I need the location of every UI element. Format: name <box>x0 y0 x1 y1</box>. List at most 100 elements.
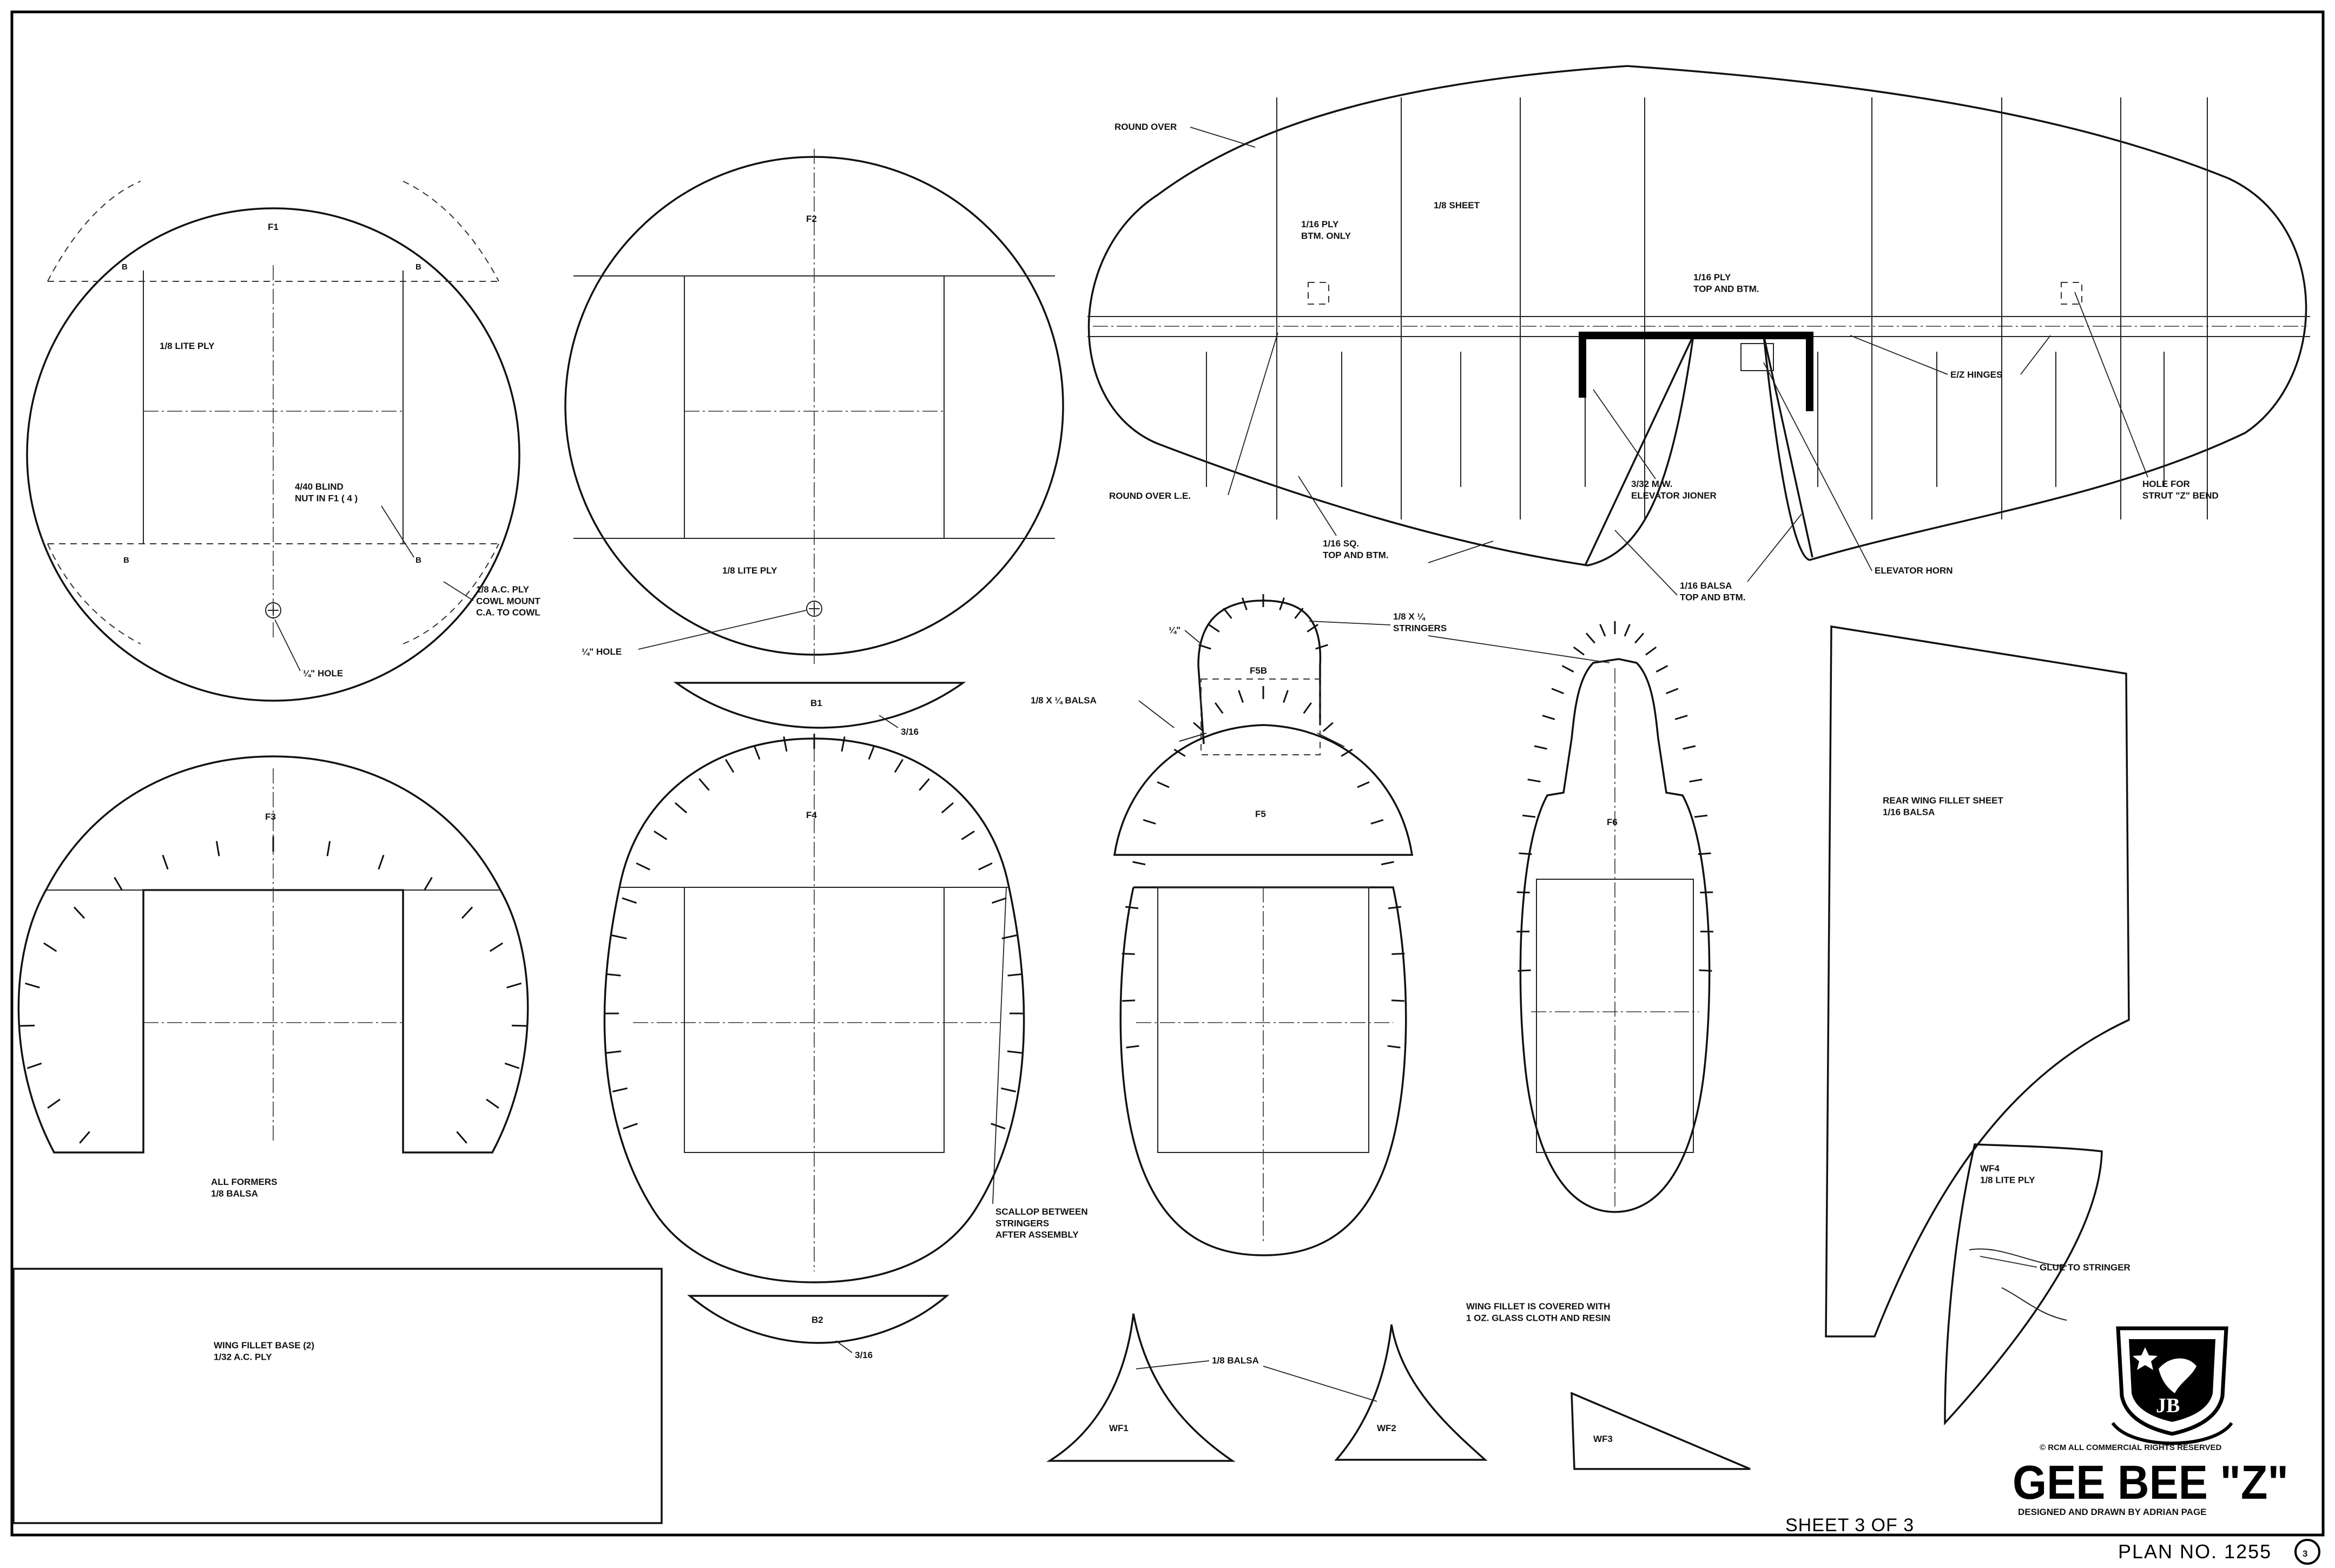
stringer-tick <box>675 802 688 814</box>
fillet-wf2: WF2 <box>1334 1324 1488 1461</box>
title-block: JB © RCM ALL COMMERCIAL RIGHTS RESERVED … <box>1785 1326 2320 1565</box>
stringer-tick <box>114 877 123 891</box>
spar-mark-b4: B <box>415 556 421 565</box>
stringer-tick <box>1694 814 1708 818</box>
stringer-tick <box>456 1131 467 1144</box>
plan-number-circle <box>2294 1539 2320 1565</box>
stringer-tick <box>1132 861 1146 866</box>
stringer-tick <box>1387 1045 1401 1049</box>
stringer-tick <box>654 831 668 840</box>
f1-material: 1/8 LITE PLY <box>160 341 215 351</box>
stringer-tick <box>1143 819 1156 825</box>
quarter-inch-label: ¼" <box>1169 625 1180 635</box>
f2-hole-label: ¼" HOLE <box>582 647 622 657</box>
stringer-tick <box>1307 623 1319 633</box>
former-f2: F2 1/8 LITE PLY ¼" HOLE <box>564 149 1064 666</box>
stringer-tick <box>1007 973 1023 977</box>
stringer-tick <box>1599 624 1606 637</box>
stringer-tick <box>1624 624 1631 637</box>
spar-mark-b2: B <box>415 262 421 272</box>
stringer-tick <box>1391 999 1404 1002</box>
stringer-tick <box>73 906 85 919</box>
stringer-tick <box>1279 597 1285 610</box>
stringer-tick <box>1634 633 1645 644</box>
fillet-wf3: WF3 <box>1571 1392 1751 1470</box>
plan-number-circled: 3 <box>2303 1549 2307 1559</box>
glue-stringer-label: GLUE TO STRINGER <box>2040 1262 2130 1273</box>
stringer-tick <box>919 778 930 791</box>
stringer-tick <box>611 934 627 940</box>
stringer-tick <box>378 854 385 870</box>
stringer-tick <box>1223 608 1232 619</box>
stringer-tick <box>612 1087 628 1092</box>
stringer-tick <box>1370 819 1384 825</box>
stringer-tick <box>978 862 993 871</box>
wing-fillet-base: WING FILLET BASE (2)1/32 A.C. PLY <box>12 1268 663 1524</box>
stringer-tick <box>1193 722 1204 732</box>
balsa-strip-label: 1/8 X ¼ BALSA <box>1031 695 1097 706</box>
stringer-tick <box>506 983 522 989</box>
round-over-label: ROUND OVER <box>1114 122 1177 132</box>
stringer-tick <box>1126 1045 1139 1049</box>
stringer-tick <box>894 759 903 773</box>
stringer-tick <box>1551 688 1564 694</box>
stringer-tick <box>1381 861 1394 866</box>
b1-label: B1 <box>810 698 822 708</box>
stringer-tick <box>1007 1050 1023 1054</box>
stringer-tick <box>1699 969 1712 972</box>
stringer-tick <box>992 897 1007 904</box>
stringer-tick <box>1122 999 1136 1002</box>
wf-balsa-label: 1/8 BALSA <box>1212 1355 1259 1366</box>
designer-credit: DESIGNED AND DRAWN BY ADRIAN PAGE <box>2018 1507 2207 1517</box>
former-b1: B1 3/16 <box>673 682 966 737</box>
wf2-label: WF2 <box>1377 1423 1396 1433</box>
stringer-tick <box>326 841 331 857</box>
svg-text:JB: JB <box>2156 1394 2180 1417</box>
stringer-ticks <box>19 594 1713 1144</box>
stringer-tick <box>1683 745 1696 750</box>
stringer-tick <box>1238 690 1244 703</box>
stringer-tick <box>1522 814 1536 818</box>
crest-icon: JB <box>2111 1326 2233 1445</box>
stringer-tick <box>623 1123 638 1130</box>
f1-hole-label: ¼" HOLE <box>303 668 343 678</box>
stringer-tick <box>1689 779 1703 783</box>
stringer-tick <box>725 759 735 773</box>
ez-hinges-label: E/Z HINGES <box>1950 370 2002 380</box>
stringer-tick <box>841 736 846 752</box>
former-b2: B2 3/16 <box>687 1295 949 1360</box>
stringer-tick <box>1700 891 1713 894</box>
stringer-tick <box>25 983 40 989</box>
stringer-tick <box>1585 633 1595 644</box>
stringer-tick <box>1322 722 1334 732</box>
stab-sheet-label: 1/8 SHEET <box>1434 200 1480 210</box>
stringer-tick <box>868 745 875 760</box>
wf3-label: WF3 <box>1593 1434 1613 1444</box>
stringer-tick <box>961 831 975 840</box>
stringer-tick <box>698 778 710 791</box>
sq-stock-label: 1/16 SQ.TOP AND BTM. <box>1323 538 1389 560</box>
stringer-tick <box>1391 952 1405 955</box>
f3-label: F3 <box>265 812 276 822</box>
stringer-tick <box>605 973 621 977</box>
sheet-border <box>10 10 2325 1537</box>
stringer-tick <box>215 841 220 857</box>
stringer-tick <box>1122 952 1135 955</box>
stringer-tick <box>43 942 57 952</box>
sheet-number: SHEET 3 OF 3 <box>1785 1515 1914 1536</box>
f6-label: F6 <box>1607 817 1618 827</box>
stringer-tick <box>753 745 761 760</box>
stringer-tick <box>461 906 473 919</box>
wf1-label: WF1 <box>1109 1423 1129 1433</box>
